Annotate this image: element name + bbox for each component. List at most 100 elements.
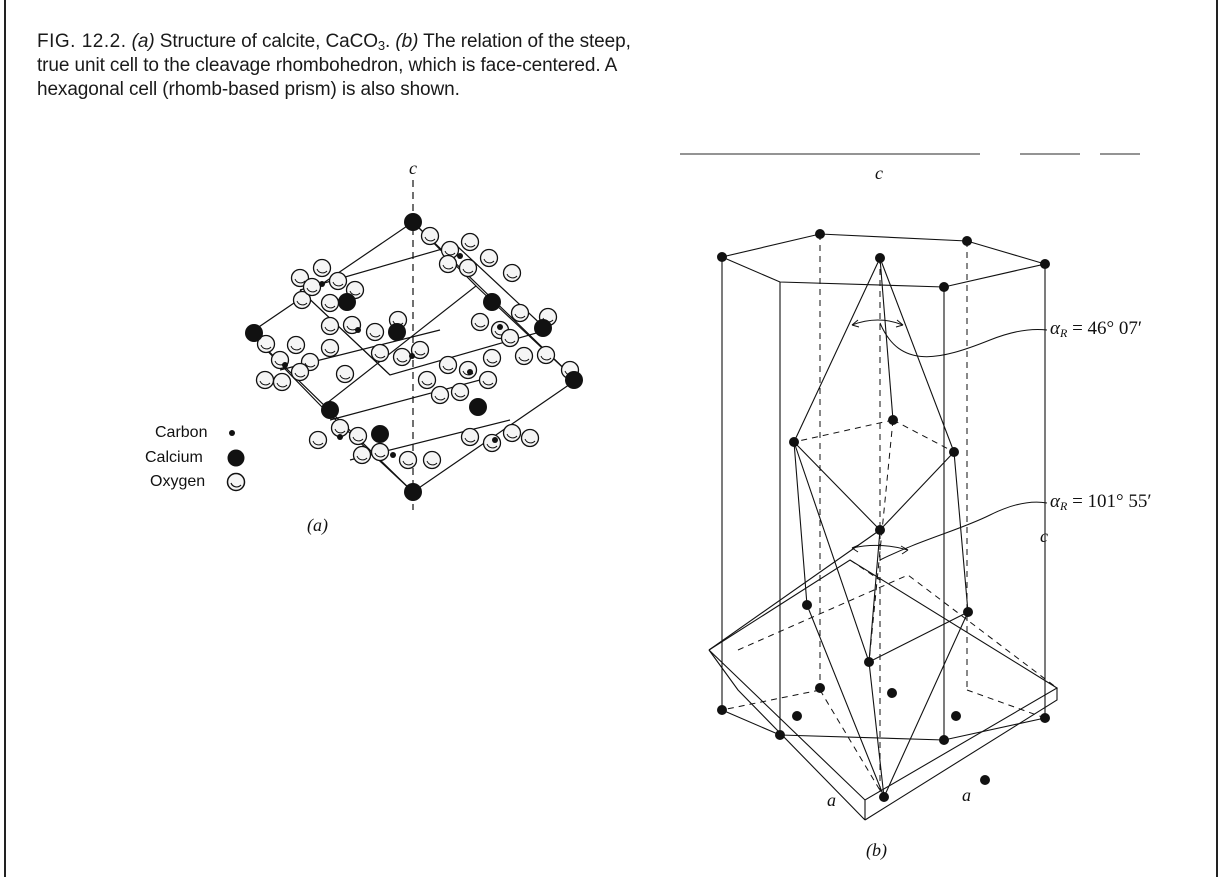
lattice-point xyxy=(775,730,785,740)
carbon-atom xyxy=(319,281,325,287)
calcium-atom xyxy=(245,324,263,342)
angle-arc-top-head-l xyxy=(851,319,860,328)
calcium-atom xyxy=(469,398,487,416)
figure-b-panel-label: (b) xyxy=(866,840,887,860)
lattice-point xyxy=(875,253,885,263)
lattice-point xyxy=(1040,259,1050,269)
lattice-point xyxy=(980,775,990,785)
figure-b-side-c-label: c xyxy=(1040,526,1048,546)
lattice-point xyxy=(888,415,898,425)
angle-label-46: αR = 46° 07′ xyxy=(1050,318,1143,340)
right-border xyxy=(1216,0,1218,877)
oxygen-atom xyxy=(440,240,460,260)
lattice-point xyxy=(875,525,885,535)
oxygen-atom xyxy=(308,430,328,450)
oxygen-atom xyxy=(320,338,340,358)
oxygen-atom xyxy=(370,343,390,363)
angle-arc-top-head-r xyxy=(895,319,904,328)
caption-part-b-marker: (b) xyxy=(395,31,419,52)
figure-b-a-label-left: a xyxy=(827,790,836,810)
lattice-point xyxy=(792,711,802,721)
figure-caption: FIG. 12.2. (a) Structure of calcite, CaC… xyxy=(37,30,667,102)
figure-a-c-axis-label: c xyxy=(409,158,417,178)
figure-b-c-axis-label: c xyxy=(875,163,883,183)
caption-formula-end: . xyxy=(385,31,391,52)
oxygen-atom xyxy=(328,271,348,291)
oxygen-atom xyxy=(478,370,498,390)
carbon-atom xyxy=(355,327,361,333)
structure-atoms xyxy=(245,213,583,501)
oxygen-atom xyxy=(286,335,306,355)
lattice-point xyxy=(717,705,727,715)
carbon-atom xyxy=(409,353,415,359)
oxygen-atom xyxy=(417,370,437,390)
oxygen-atom xyxy=(312,258,332,278)
oxygen-atom xyxy=(320,316,340,336)
oxygen-atom xyxy=(450,382,470,402)
calcium-atom xyxy=(388,323,406,341)
oxygen-atom xyxy=(335,364,355,384)
calcium-atom xyxy=(404,483,422,501)
figure-number: FIG. 12.2. xyxy=(37,31,127,52)
oxygen-atom xyxy=(460,232,480,252)
calcium-legend-icon xyxy=(227,449,245,467)
lattice-point xyxy=(949,447,959,457)
calcium-atom xyxy=(338,293,356,311)
oxygen-atom xyxy=(272,372,292,392)
oxygen-atom xyxy=(510,303,530,323)
oxygen-atom xyxy=(352,445,372,465)
oxygen-atom xyxy=(470,312,490,332)
angle-arc-bottom-head-l xyxy=(851,544,860,553)
legend-oxygen-label: Oxygen xyxy=(150,473,206,490)
carbon-atom xyxy=(282,362,288,368)
oxygen-atom xyxy=(536,345,556,365)
calcium-atom xyxy=(404,213,422,231)
carbon-atom xyxy=(497,324,503,330)
carbon-atom xyxy=(390,452,396,458)
oxygen-atom xyxy=(502,423,522,443)
lattice-point xyxy=(815,683,825,693)
oxygen-atom xyxy=(302,277,322,297)
oxygen-atom xyxy=(410,340,430,360)
carbon-atom xyxy=(492,437,498,443)
angle-arc-bottom-head-r xyxy=(900,545,909,555)
leader-line-bottom xyxy=(879,501,1048,561)
angle-arc-bottom xyxy=(851,544,909,551)
leader-line-top xyxy=(879,322,1048,358)
lattice-point xyxy=(939,735,949,745)
oxygen-atom xyxy=(520,428,540,448)
lattice-point xyxy=(963,607,973,617)
lattice-point xyxy=(1040,713,1050,723)
oxygen-atom xyxy=(460,427,480,447)
caption-formula-subscript: 3 xyxy=(377,38,386,53)
oxygen-atom xyxy=(438,254,458,274)
oxygen-atom xyxy=(502,263,522,283)
oxygen-atom xyxy=(292,290,312,310)
oxygen-atom xyxy=(479,248,499,268)
oxygen-atom xyxy=(365,322,385,342)
oxygen-atom xyxy=(348,426,368,446)
oxygen-atom xyxy=(398,450,418,470)
calcium-atom xyxy=(483,293,501,311)
carbon-legend-icon xyxy=(229,430,235,436)
figure-a-panel-label: (a) xyxy=(307,515,328,535)
lattice-point xyxy=(815,229,825,239)
oxygen-atom xyxy=(320,293,340,313)
lattice-point xyxy=(789,437,799,447)
carbon-atom xyxy=(467,369,473,375)
oxygen-atom xyxy=(290,362,310,382)
carbon-atom xyxy=(457,253,463,259)
angle-arc-top xyxy=(851,319,904,326)
left-border xyxy=(4,0,6,877)
oxygen-atom xyxy=(458,258,478,278)
calcite-structure-diagram xyxy=(226,180,583,510)
lattice-point xyxy=(802,600,812,610)
lattice-point xyxy=(717,252,727,262)
oxygen-atom xyxy=(482,348,502,368)
figure-b-a-label-right: a xyxy=(962,785,971,805)
lattice-point xyxy=(962,236,972,246)
calcium-atom xyxy=(534,319,552,337)
calcium-atom xyxy=(371,425,389,443)
